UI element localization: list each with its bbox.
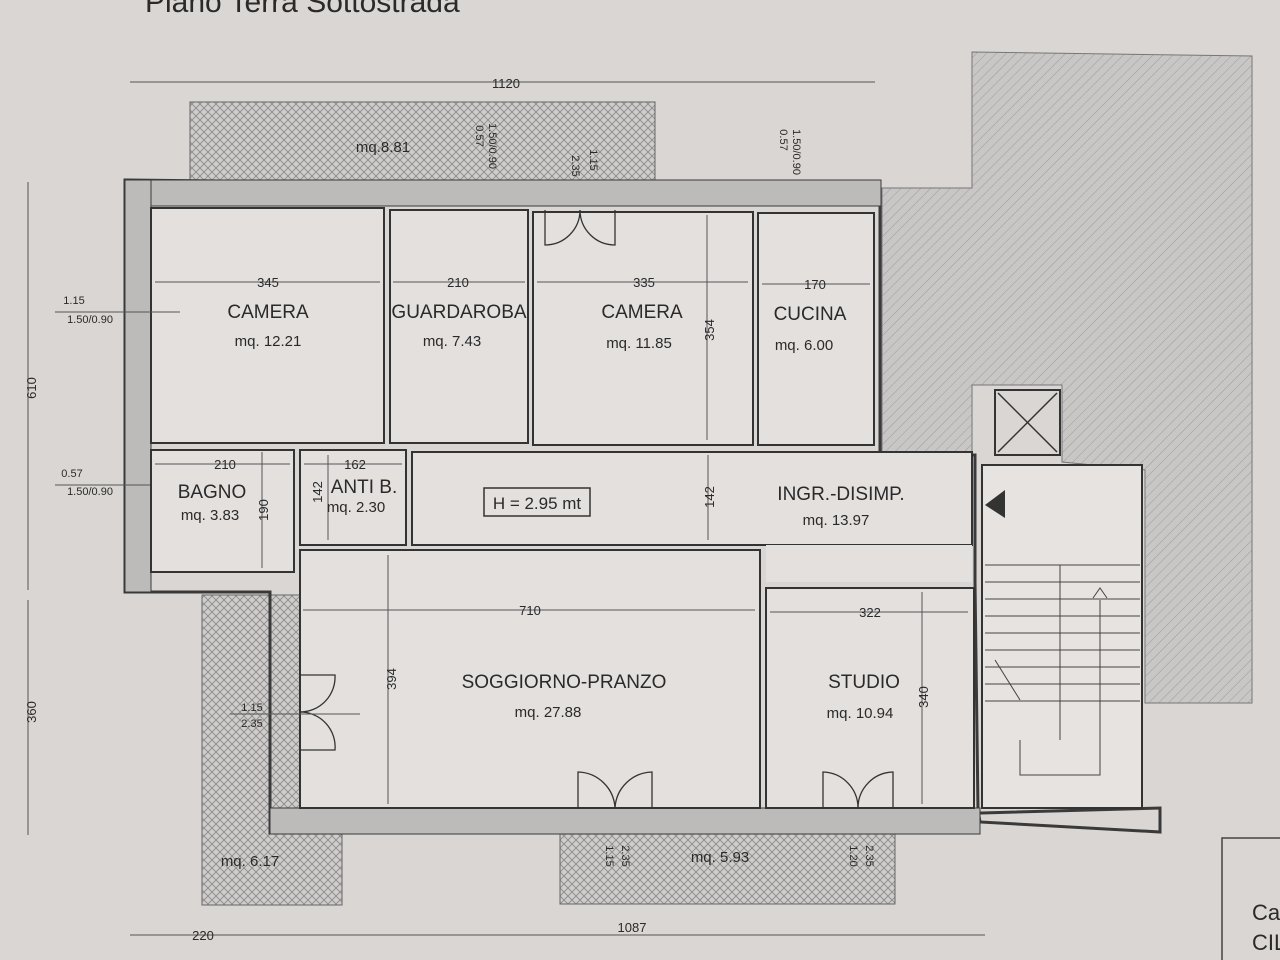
win-left1-a: 1.15 [63,295,84,307]
door-left-a: 1.15 [241,702,262,714]
dim-soggiorno-h: 394 [384,668,399,690]
dim-bagno-h: 190 [256,499,271,521]
wall-fill-top [124,179,882,207]
room-anti-bagno [299,449,407,546]
entrance-arrow-icon [985,490,1005,518]
room-bagno [150,449,295,573]
dim-bagno-w: 210 [214,457,236,472]
room-name-cucina: CUCINA [774,304,847,325]
terrace-bottom [559,831,896,905]
win-left2-a: 0.57 [61,468,82,480]
room-area-ingresso: mq. 13.97 [803,512,870,529]
dim-studio-h: 340 [916,686,931,708]
room-area-camera-2: mq. 11.85 [606,335,672,352]
room-name-ingresso: INGR.-DISIMP. [777,484,904,505]
dim-anti-w: 162 [344,457,366,472]
dim-height-upper: 610 [24,377,39,399]
door-swings [299,209,894,809]
door-bottom1-b: 2.35 [619,845,631,866]
room-name-soggiorno: SOGGIORNO-PRANZO [462,672,667,693]
room-guardaroba [389,209,529,444]
room-name-anti-bagno: ANTI B. [331,477,398,498]
win-left1-b: 1.50/0.90 [67,314,113,326]
terrace-bottom-area: mq. 5.93 [691,849,749,866]
room-name-studio: STUDIO [828,672,900,693]
door-bottom2-b: 2.35 [863,845,875,866]
wall-fill-bottom [269,807,981,835]
dim-anti-h: 142 [310,481,325,503]
terrace-left-area: mq. 6.17 [221,853,279,870]
dim-camera2-w: 335 [633,275,655,290]
room-ingresso [411,451,973,546]
dim-camera1-w: 345 [257,275,279,290]
door-top-b: 1.15 [587,149,599,170]
win-top-right-a: 0.57 [777,129,789,150]
door-top-a: 2.35 [569,155,581,176]
height-label: H = 2.95 mt [493,494,582,513]
elevator-shaft [994,389,1061,456]
title-block-line-2: CIL [1252,930,1280,955]
terrace-top-area: mq.8.81 [356,139,410,156]
room-soggiorno [299,549,761,809]
room-area-guardaroba: mq. 7.43 [423,333,481,350]
height-box [483,487,591,517]
room-area-studio: mq. 10.94 [827,705,894,722]
room-area-anti-bagno: mq. 2.30 [327,499,385,516]
room-name-camera-2: CAMERA [601,302,683,323]
room-area-camera-1: mq. 12.21 [235,333,302,350]
plan-title: Piano Terra Sottostrada [145,0,460,19]
garden-area [881,51,1253,704]
dim-soggiorno-w: 710 [519,603,541,618]
wall-fill-left [124,179,152,593]
elevator-cross-icon [997,392,1058,453]
dim-overall-top: 1120 [492,76,520,91]
door-left-b: 2.35 [241,718,262,730]
dim-ingresso-h: 142 [702,486,717,508]
dim-bottom-left: 220 [192,928,214,943]
room-name-bagno: BAGNO [178,482,247,503]
room-area-bagno: mq. 3.83 [181,507,239,524]
title-block-line-1: Ca [1252,900,1280,925]
dim-camera2-h: 354 [702,319,717,341]
win-left2-b: 1.50/0.90 [67,486,113,498]
room-camera-1 [150,207,385,444]
stair-treads [985,564,1140,776]
dim-cucina-w: 170 [804,277,826,292]
door-bottom1-a: 1.15 [603,845,615,866]
room-camera-2 [532,211,754,446]
ingresso-ext [766,545,972,582]
room-area-cucina: mq. 6.00 [775,337,833,354]
win-top-left-b: 1.50/0.90 [486,123,498,169]
title-block [1221,837,1280,960]
win-top-left-a: 0.57 [473,125,485,146]
dim-studio-w: 322 [859,605,881,620]
room-name-camera-1: CAMERA [227,302,309,323]
room-cucina [757,212,875,446]
dim-guardaroba-w: 210 [447,275,469,290]
dim-height-lower: 360 [24,701,39,723]
terrace-top [189,101,656,185]
room-studio [765,587,975,809]
dimension-lines [27,81,985,936]
stair-block [981,464,1143,809]
room-area-soggiorno: mq. 27.88 [515,704,582,721]
room-name-guardaroba: GUARDAROBA [391,302,526,323]
win-top-right-b: 1.50/0.90 [790,129,802,175]
door-bottom2-a: 1.20 [847,845,859,866]
dim-overall-bottom: 1087 [618,920,647,935]
